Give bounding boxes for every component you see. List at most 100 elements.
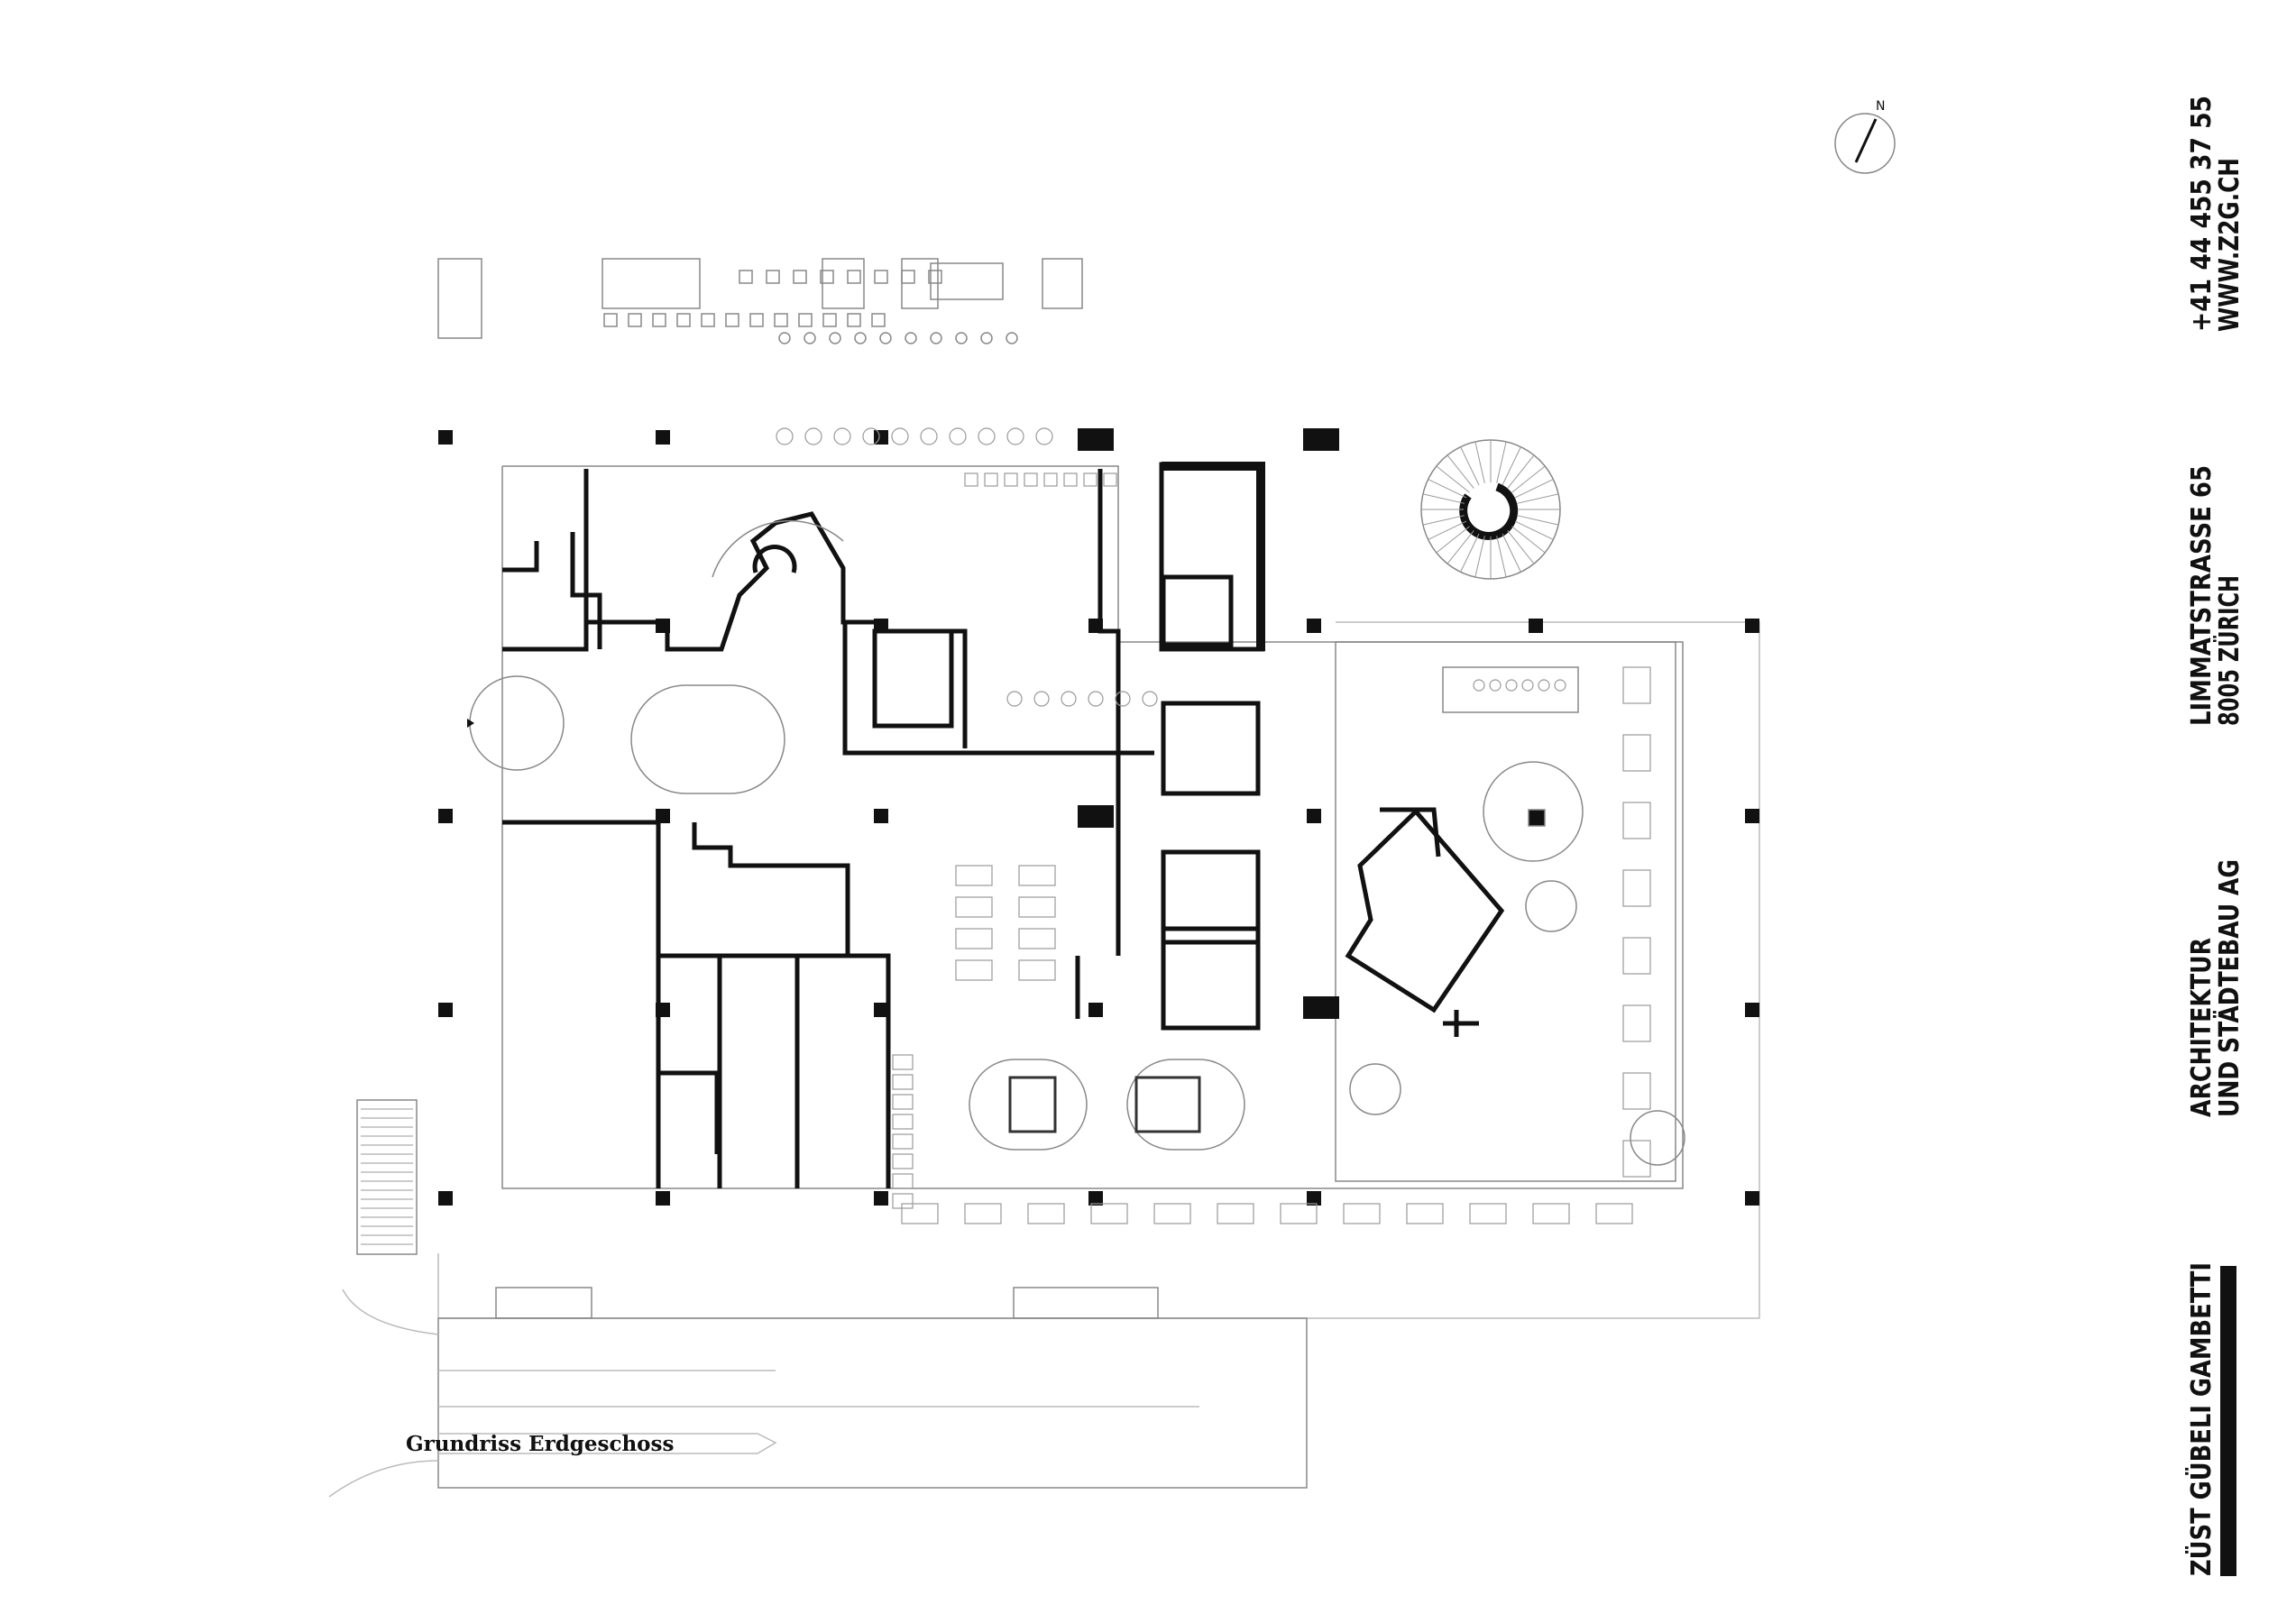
legend-chair (739, 270, 753, 284)
column (656, 809, 670, 823)
column (438, 809, 453, 823)
lounge-chair (1033, 691, 1050, 707)
table (955, 959, 993, 981)
column (1088, 1191, 1103, 1206)
booth-seat (1622, 666, 1651, 704)
website: WWW.Z2G.CH (2214, 158, 2245, 332)
outdoor-chair (978, 427, 996, 445)
stair-tread (1446, 454, 1474, 489)
company-line-1: ARCHITEKTUR (2186, 938, 2218, 1117)
stair-tread (1496, 441, 1507, 483)
column (438, 1191, 453, 1206)
booth-seat (1622, 734, 1651, 772)
bar-stool (1063, 472, 1078, 487)
phone-number: +41 44 455 37 55 (2186, 96, 2218, 332)
legend-chair (847, 313, 861, 327)
column-large (1303, 996, 1339, 1019)
legend-stool (1006, 332, 1018, 344)
spiral-staircase-outdoor (1420, 439, 1561, 580)
table (955, 928, 993, 949)
outdoor-chair (776, 427, 794, 445)
city-address: 8005 ZÜRICH (2212, 575, 2245, 726)
legend-stool (804, 332, 816, 344)
bench-seat (892, 1114, 914, 1130)
legend-chair (676, 313, 691, 327)
legend-stool (778, 332, 791, 344)
stair-tread (1514, 520, 1554, 540)
stair-tread (1474, 441, 1485, 483)
legend-chair (774, 313, 788, 327)
booth-seat (1622, 1004, 1651, 1042)
stair-tread (1511, 465, 1546, 493)
column-large (1078, 428, 1114, 451)
company-line-2: UND STÄDTEBAU AG (2213, 859, 2245, 1117)
dining-chair (1554, 679, 1566, 692)
column (656, 1191, 670, 1206)
table (1018, 896, 1056, 918)
legend-stool (930, 332, 942, 344)
bar-stool (1083, 472, 1097, 487)
exterior-stair (356, 1099, 418, 1255)
table (955, 896, 993, 918)
outdoor-chair (949, 427, 967, 445)
building-walls (501, 462, 1684, 1189)
bar-stool (984, 472, 998, 487)
table (1018, 959, 1056, 981)
stair-tread (1502, 533, 1521, 573)
table (1018, 865, 1056, 886)
dining-chair (1505, 679, 1518, 692)
title-block: +41 44 455 37 55 WWW.Z2G.CH LIMMATSTRASS… (2184, 96, 2245, 1576)
furniture-legend (437, 258, 1083, 344)
outdoor-chair (1006, 427, 1024, 445)
legend-chair (874, 270, 888, 284)
legend-stool (829, 332, 841, 344)
booth-seat (1622, 1140, 1651, 1178)
terrace-table (1153, 1203, 1191, 1224)
legend-chair (847, 270, 861, 284)
stair-tread (1428, 479, 1467, 499)
terrace-table (1280, 1203, 1318, 1224)
firm-name: ZÜST GÜBELI GAMBETTI (2184, 1262, 2218, 1576)
bench-seat (892, 1173, 914, 1189)
bar-islands (630, 666, 1685, 1166)
column (874, 1191, 888, 1206)
entrance-arrow-icon (467, 719, 474, 728)
lounge-chair (1061, 691, 1077, 707)
structural-columns (438, 428, 1759, 1206)
booth-seat (1622, 1072, 1651, 1110)
furniture (776, 427, 1651, 1224)
legend-stool (905, 332, 917, 344)
terrace-table (1406, 1203, 1444, 1224)
column (874, 809, 888, 823)
north-label: N (1876, 99, 1885, 114)
column (1745, 1191, 1759, 1206)
terrace-table (1090, 1203, 1128, 1224)
table (1018, 928, 1056, 949)
lounge-chair (1006, 691, 1023, 707)
legend-chair (701, 313, 715, 327)
legend-chair (766, 270, 780, 284)
stair-tread (1436, 526, 1470, 554)
north-arrow: N (1834, 99, 1896, 174)
bench-seat (892, 1193, 914, 1209)
outdoor-chair (804, 427, 822, 445)
outdoor-chair (833, 427, 851, 445)
terrace-table (1343, 1203, 1381, 1224)
legend-chair (603, 313, 618, 327)
column (1088, 619, 1103, 633)
legend-stool (879, 332, 892, 344)
legend-chair (749, 313, 764, 327)
stair-tread (1436, 465, 1470, 493)
outdoor-chair (891, 427, 909, 445)
booth-seat (1622, 937, 1651, 975)
legend-chair (652, 313, 666, 327)
legend-chair (928, 270, 942, 284)
terrace-table (901, 1203, 939, 1224)
dining-chair (1489, 679, 1502, 692)
legend-stool (955, 332, 968, 344)
bar-stool (1103, 472, 1117, 487)
legend-chair (820, 270, 834, 284)
dining-chair (1521, 679, 1534, 692)
